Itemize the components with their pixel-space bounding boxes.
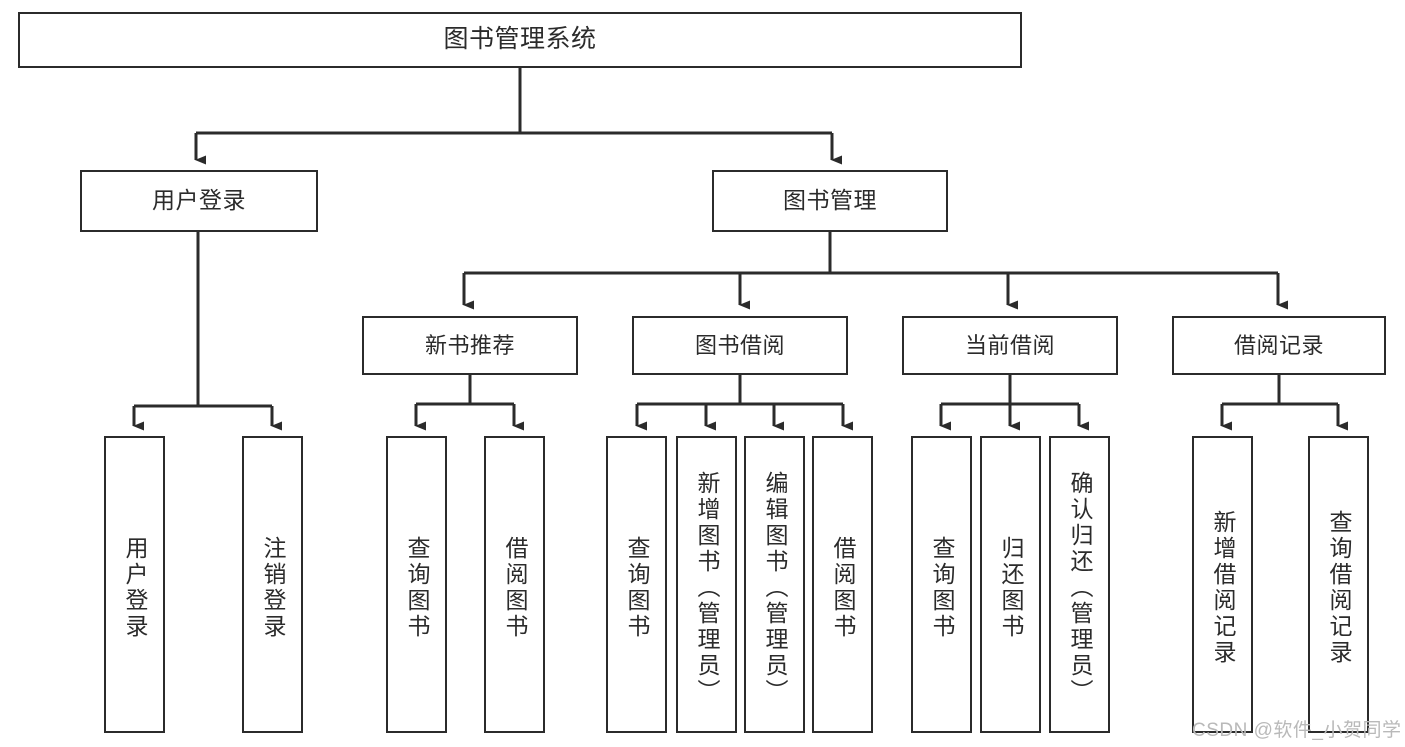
node-leaf-query-book-2-label: 查询图书 — [624, 535, 650, 640]
node-leaf-query-book-1-label: 查询图书 — [404, 535, 430, 640]
node-leaf-query-record[interactable]: 查询借阅记录 — [1308, 436, 1369, 733]
node-book-borrow[interactable]: 图书借阅 — [632, 316, 848, 375]
node-leaf-add-record-label: 新增借阅记录 — [1210, 509, 1236, 666]
node-book-management[interactable]: 图书管理 — [712, 170, 948, 232]
node-book-borrow-label: 图书借阅 — [694, 332, 785, 358]
node-leaf-query-book-1[interactable]: 查询图书 — [386, 436, 447, 733]
node-leaf-user-login[interactable]: 用户登录 — [104, 436, 165, 733]
node-borrow-record[interactable]: 借阅记录 — [1172, 316, 1386, 375]
node-leaf-edit-book[interactable]: 编辑图书（管理员） — [744, 436, 805, 733]
node-current-borrow[interactable]: 当前借阅 — [902, 316, 1118, 375]
node-user-login[interactable]: 用户登录 — [80, 170, 318, 232]
node-book-management-label: 图书管理 — [783, 187, 877, 214]
node-leaf-add-book[interactable]: 新增图书（管理员） — [676, 436, 737, 733]
node-leaf-borrow-book-1[interactable]: 借阅图书 — [484, 436, 545, 733]
node-leaf-query-book-2[interactable]: 查询图书 — [606, 436, 667, 733]
node-leaf-borrow-book-2-label: 借阅图书 — [830, 535, 856, 640]
node-root-label: 图书管理系统 — [443, 25, 597, 54]
node-leaf-borrow-book-2[interactable]: 借阅图书 — [812, 436, 873, 733]
node-leaf-query-book-3[interactable]: 查询图书 — [911, 436, 972, 733]
node-root[interactable]: 图书管理系统 — [18, 12, 1022, 68]
node-leaf-confirm-return-label: 确认归还（管理员） — [1067, 470, 1093, 705]
node-leaf-query-book-3-label: 查询图书 — [929, 535, 955, 640]
node-leaf-add-book-label: 新增图书（管理员） — [694, 470, 720, 705]
node-current-borrow-label: 当前借阅 — [964, 332, 1055, 358]
node-leaf-user-login-label: 用户登录 — [122, 535, 148, 640]
watermark: CSDN @软件_小贺同学 — [1192, 720, 1402, 741]
node-leaf-add-record[interactable]: 新增借阅记录 — [1192, 436, 1253, 733]
node-new-book-recommend[interactable]: 新书推荐 — [362, 316, 578, 375]
node-borrow-record-label: 借阅记录 — [1233, 332, 1324, 358]
node-leaf-confirm-return[interactable]: 确认归还（管理员） — [1049, 436, 1110, 733]
node-leaf-return-book-label: 归还图书 — [998, 535, 1024, 640]
node-leaf-return-book[interactable]: 归还图书 — [980, 436, 1041, 733]
node-leaf-logout-label: 注销登录 — [260, 535, 286, 640]
node-leaf-query-record-label: 查询借阅记录 — [1326, 509, 1352, 666]
node-user-login-label: 用户登录 — [152, 187, 246, 214]
node-new-book-recommend-label: 新书推荐 — [424, 332, 515, 358]
node-leaf-logout[interactable]: 注销登录 — [242, 436, 303, 733]
node-leaf-borrow-book-1-label: 借阅图书 — [502, 535, 528, 640]
node-leaf-edit-book-label: 编辑图书（管理员） — [762, 470, 788, 705]
